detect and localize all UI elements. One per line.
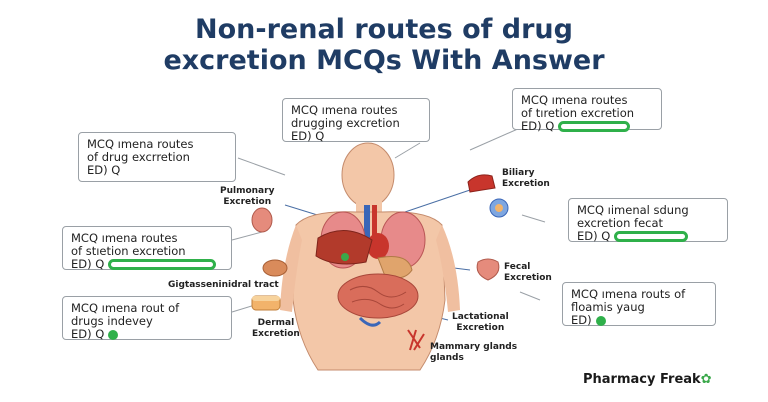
- bubble-line: MCQ ımena routs of: [571, 287, 686, 301]
- answer-bar[interactable]: [614, 231, 689, 242]
- label-fecal: Fecal Excretion: [504, 262, 552, 283]
- bubble-line: drugs indevey: [71, 314, 153, 328]
- mcq-bubble-2[interactable]: MCQ ımena routes drugging excretion ED) …: [282, 98, 430, 143]
- label-lactational: Lactational Excretion: [452, 312, 509, 333]
- bubble-line: MCQ ımena routes: [71, 231, 178, 245]
- bubble-line: ED) Q: [71, 257, 105, 271]
- bubble-line: MCQ ımena routes: [291, 103, 398, 117]
- bubble-line: MCQ ımena rout of: [71, 301, 180, 315]
- bubble-line: MCQ ımena routes: [87, 137, 194, 151]
- answer-dot[interactable]: [108, 329, 119, 340]
- bubble-line: MCQ ıimenal sdung: [577, 203, 689, 217]
- gi-sample-icon: [262, 259, 288, 277]
- bubble-line: of tıretion excretion: [521, 106, 635, 120]
- bubble-line: ED): [571, 313, 592, 327]
- bubble-line: MCQ ımena routes: [521, 93, 628, 107]
- gallbladder-icon: [489, 198, 509, 218]
- mcq-bubble-1[interactable]: MCQ ımena routes of drug excrretion ED) …: [78, 132, 236, 182]
- page-title-line2: excretion MCQs With Answer: [163, 45, 605, 76]
- mammary-gland-icon: [407, 329, 425, 351]
- mcq-bubble-4[interactable]: MCQ ımena routes of stıetion excretion E…: [62, 226, 232, 271]
- label-pulmonary: Pulmonary Excretion: [220, 186, 275, 207]
- label-biliary: Biliary Excretion: [502, 168, 550, 189]
- mcq-bubble-6[interactable]: MCQ ıimenal sdung excretion fecat ED) Q: [568, 198, 728, 243]
- label-gi-tract: Gigtasseninidral tract: [168, 280, 279, 290]
- bubble-line: ED) Q: [291, 129, 325, 143]
- answer-bar[interactable]: [108, 259, 217, 270]
- mcq-bubble-3[interactable]: MCQ ımena routes of tıretion excretion E…: [512, 88, 662, 133]
- brand-logo[interactable]: Pharmacy Freak✿: [583, 372, 712, 387]
- bubble-line: drugging excretion: [291, 116, 400, 130]
- bubble-connectors: [231, 127, 546, 313]
- bubble-line: of stıetion excretion: [71, 244, 186, 258]
- mcq-bubble-5[interactable]: MCQ ımena rout of drugs indevey ED) Q: [62, 296, 232, 341]
- answer-bar[interactable]: [558, 121, 631, 132]
- bubble-line: ED) Q: [521, 119, 555, 133]
- bubble-line: of drug excrretion: [87, 150, 190, 164]
- answer-dot[interactable]: [595, 315, 606, 326]
- bubble-line: ED) Q: [71, 327, 105, 341]
- fecal-icon: [476, 258, 500, 281]
- mcq-bubble-7[interactable]: MCQ ımena routs of floamis yaug ED): [562, 282, 716, 327]
- logo-text: Pharmacy: [583, 372, 656, 387]
- bubble-line: excretion fecat: [577, 216, 664, 230]
- logo-text-2: Freak: [660, 372, 701, 387]
- bubble-line: ED) Q: [87, 163, 121, 177]
- leaf-icon: ✿: [700, 372, 712, 387]
- bubble-line: floamis yaug: [571, 300, 645, 314]
- bile-duct-icon: [467, 174, 496, 193]
- page-title-line1: Non-renal routes of drug: [195, 14, 573, 45]
- bubble-line: ED) Q: [577, 229, 611, 243]
- label-mammary: Mammary glands glands: [430, 342, 518, 363]
- skin-sample-icon: [251, 295, 281, 311]
- label-dermal: Dermal Excretion: [252, 318, 300, 339]
- kidney-icon: [251, 207, 273, 233]
